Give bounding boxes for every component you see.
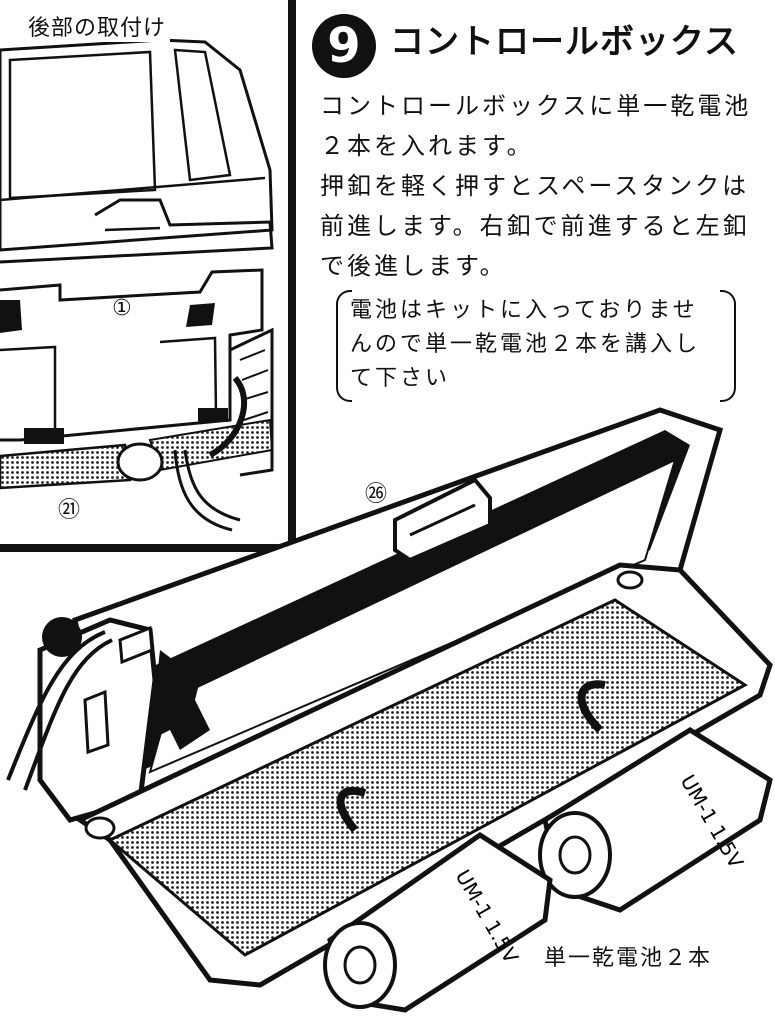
callout-part-1: ① [112,296,132,321]
battery-caption: 単一乾電池２本 [540,940,717,972]
cable-entry-knob [42,617,82,657]
battery-front [323,831,553,1013]
rear-plate-clip-right [186,303,215,327]
cable-wire-1 [173,449,233,532]
note-bracket-left [336,290,352,402]
rear-attachment-drawing [0,0,296,552]
tank-window [8,50,157,200]
tank-edge-line [0,176,266,202]
step-number-badge: 9 [312,14,376,78]
hinge-right [616,570,644,590]
rear-wheel-treads [239,349,269,421]
tank-upper-body [0,38,274,252]
lid-handle-grip [409,503,476,537]
control-box-drawing: UM-1 1.5V UM-1 1.5V [6,407,773,1013]
rear-plate-inner-left [0,345,57,440]
insert-arrow-right [577,680,606,733]
bumper-tab-line [104,226,161,232]
wire-loop-arrow [208,375,247,458]
instructions: コントロールボックスに単一乾電池２本を入れます。 押釦を軽く押すとスペースタンク… [320,86,770,286]
rear-plate-slot-right [198,408,228,422]
hinge-left [84,816,116,840]
step-header: 9 コントロールボックス [308,2,774,92]
instruction-paragraph-1: コントロールボックスに単一乾電池２本を入れます。 [320,92,752,160]
callout-part-21: ㉑ [58,498,81,523]
forward-switch-button [118,625,154,665]
reverse-switch-button [83,689,110,755]
switch-internal-contact [150,650,210,750]
step-title: コントロールボックス [390,22,739,62]
cable-grommet [116,442,164,482]
cable-wire-b [23,638,113,791]
rear-plate-clip-left [0,300,22,333]
insert-arrow-left [336,786,367,833]
rear-plate-slot-left [24,428,64,444]
track-belt [0,443,132,490]
battery-note: 電池はキットに入っておりませんので単一乾電池２本を講入して下さい [336,290,736,402]
note-bracket-right [720,290,736,402]
instruction-paragraph-2: 押釦を軽く押すとスペースタンクは前進します。右釦で前進すると左釦で後進します。 [320,172,750,280]
rear-attachment-inset: 後部の取付け ① ㉑ [0,0,300,556]
callout-part-26: ㉖ [365,482,388,507]
rear-wheel [229,327,274,477]
battery-rear [538,727,773,913]
rear-plate-inner-right [159,336,218,416]
cable-wire-2 [183,449,241,522]
cable-wire-a [6,630,106,781]
inset-caption: 後部の取付け [24,10,171,42]
tank-side-panel [173,48,232,182]
tank-bumper [0,198,274,264]
note-text: 電池はキットに入っておりませんので単一乾電池２本を講入して下さい [350,298,701,391]
